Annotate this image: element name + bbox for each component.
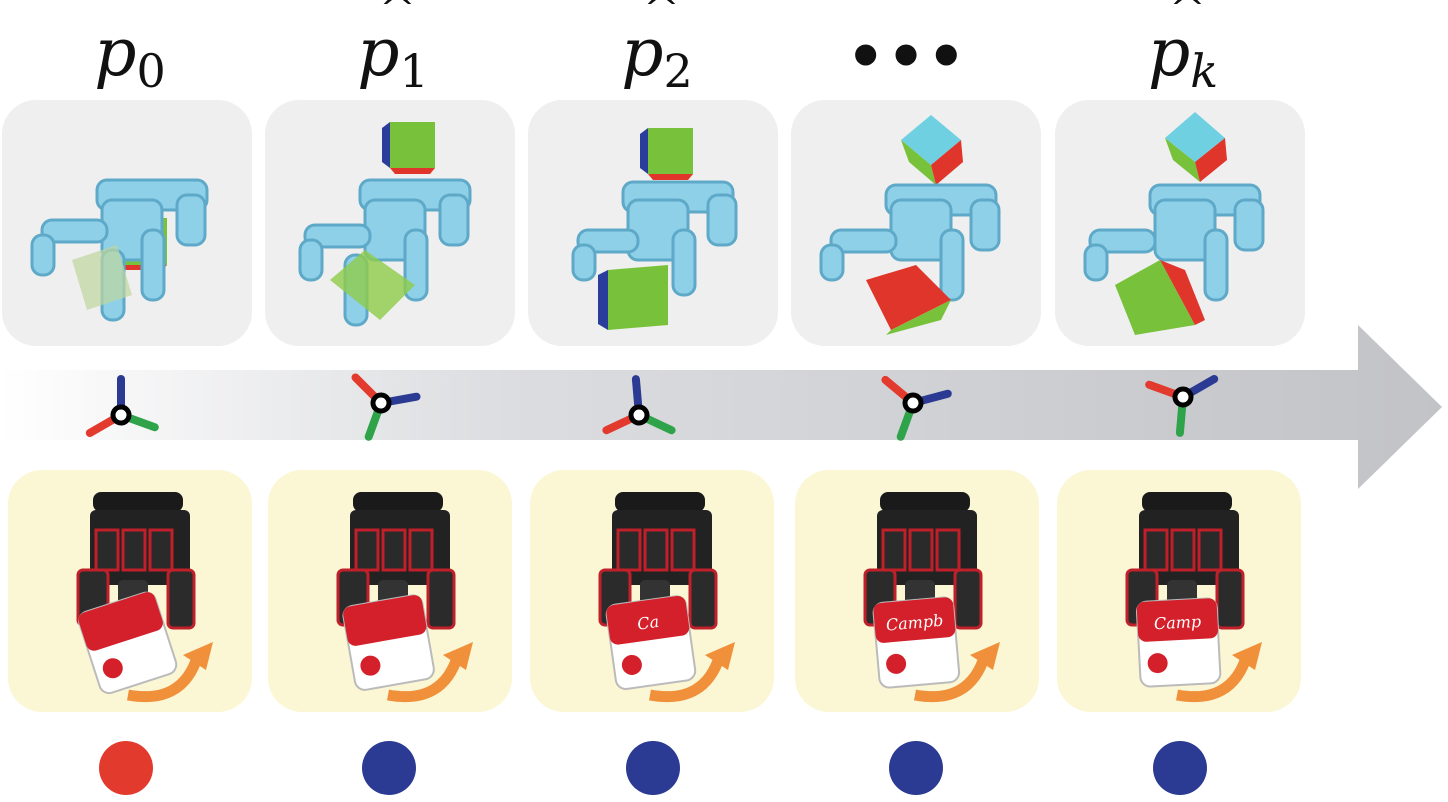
robot-hand [1125, 492, 1245, 630]
frame-origin [628, 404, 650, 426]
real-hand-image-3: Campb [795, 470, 1039, 712]
orientation-frame-1 [351, 373, 421, 441]
soup-can: Campb [872, 596, 961, 689]
sim-hand-image-3 [791, 100, 1041, 346]
status-dot-3 [889, 741, 943, 795]
soup-can: Ca [605, 595, 697, 690]
frame-origin [1172, 386, 1194, 408]
real-hand-image-2: Ca [530, 470, 774, 712]
rotation-arrow-head [443, 642, 473, 670]
rotation-arrow-head [705, 642, 735, 670]
status-dot-2 [626, 741, 680, 795]
rotation-arrow-head [970, 642, 1000, 670]
step-label-1: ^p1 [357, 0, 429, 98]
orientation-frame-k [1145, 375, 1219, 437]
status-dot-0 [99, 741, 153, 795]
robot-hand [76, 492, 196, 630]
sim-hand-image-1 [265, 100, 515, 346]
step-label-k: ^pk [1147, 0, 1219, 98]
orientation-frame-3 [881, 375, 952, 441]
rotation-arrow [1176, 653, 1253, 703]
orientation-frame-2 [602, 375, 676, 435]
timeline-arrow [0, 325, 1442, 489]
rotation-arrow [914, 653, 991, 703]
step-label-2: ^p2 [621, 0, 693, 98]
svg-text:Ca: Ca [636, 612, 660, 634]
frame-origin [902, 392, 924, 414]
sim-hand-image-0 [2, 100, 252, 346]
ellipsis-label: ••• [846, 22, 968, 92]
frame-origin [110, 404, 132, 426]
status-dot-1 [362, 741, 416, 795]
robot-hand [336, 492, 456, 630]
real-hand-image-0 [8, 470, 252, 712]
real-hand-image-1 [268, 470, 512, 712]
soup-can: Camp [1135, 597, 1222, 688]
sim-hand-image-k [1055, 100, 1305, 346]
frame-origin [370, 392, 392, 414]
status-dot-k [1153, 741, 1207, 795]
rotation-arrow [649, 653, 726, 703]
step-label-0: p0 [94, 14, 166, 98]
rotation-arrow-head [183, 642, 213, 670]
svg-text:Campb: Campb [885, 611, 944, 635]
rotation-arrow [127, 653, 204, 703]
rotation-arrow [387, 653, 464, 703]
real-hand-image-k: Camp [1057, 470, 1301, 712]
svg-text:Camp: Camp [1153, 612, 1201, 633]
soup-can [342, 594, 435, 691]
rotation-arrow-head [1232, 642, 1262, 670]
soup-can [78, 591, 178, 695]
orientation-frame-0 [85, 375, 159, 437]
robot-hand [598, 492, 718, 630]
sim-hand-image-2 [528, 100, 778, 346]
